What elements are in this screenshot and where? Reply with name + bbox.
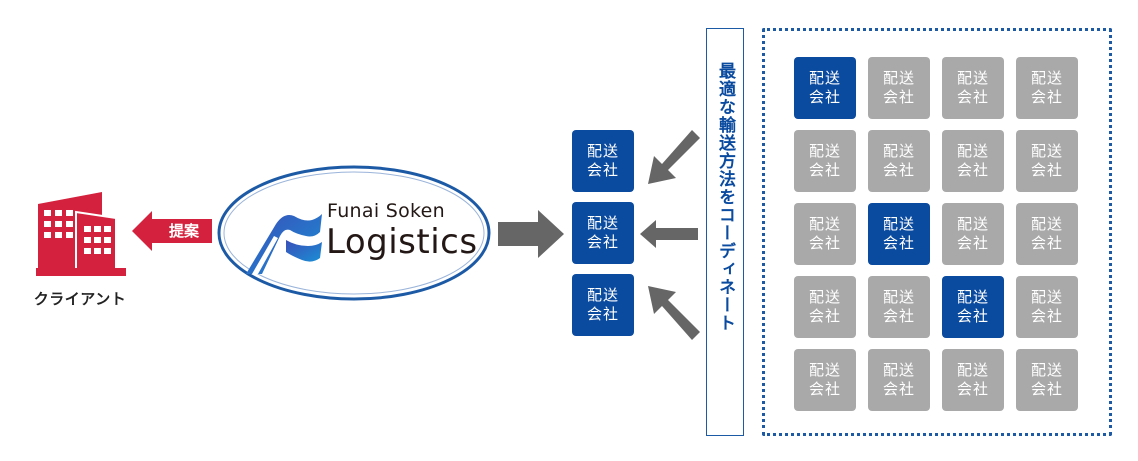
company-label: 会社 xyxy=(1030,307,1063,325)
company-label: 配送 xyxy=(808,361,841,379)
company-label: 配送 xyxy=(1030,142,1063,160)
delivery-company-grid: 配送会社配送会社配送会社配送会社配送会社配送会社配送会社配送会社配送会社配送会社… xyxy=(794,57,1078,411)
company-label: 配送 xyxy=(1030,361,1063,379)
company-label: 会社 xyxy=(808,380,841,398)
selected-delivery-company-1: 配送会社 xyxy=(572,130,634,192)
company-label: 会社 xyxy=(1030,88,1063,106)
company-label: 会社 xyxy=(808,234,841,252)
selected-delivery-company: 配送会社 xyxy=(942,276,1004,338)
right-arrow-icon xyxy=(498,210,564,258)
company-label: 配送 xyxy=(956,215,989,233)
selected-delivery-company: 配送会社 xyxy=(868,203,930,265)
delivery-company: 配送会社 xyxy=(942,349,1004,411)
delivery-company: 配送会社 xyxy=(1016,203,1078,265)
company-label: 会社 xyxy=(882,88,915,106)
delivery-company: 配送会社 xyxy=(868,276,930,338)
company-label: 会社 xyxy=(586,305,619,323)
company-label: 会社 xyxy=(808,307,841,325)
logo-text-logistics: Logistics xyxy=(326,222,478,262)
proposal-label: 提案 xyxy=(168,222,199,240)
delivery-company: 配送会社 xyxy=(868,349,930,411)
company-label: 会社 xyxy=(882,161,915,179)
selected-delivery-company-2: 配送会社 xyxy=(572,202,634,264)
company-label: 会社 xyxy=(956,234,989,252)
logo-text-funai-soken: Funai Soken xyxy=(327,200,445,222)
company-label: 会社 xyxy=(1030,161,1063,179)
delivery-company: 配送会社 xyxy=(1016,57,1078,119)
company-label: 配送 xyxy=(956,361,989,379)
company-label: 配送 xyxy=(1030,288,1063,306)
delivery-company: 配送会社 xyxy=(794,349,856,411)
delivery-company: 配送会社 xyxy=(1016,349,1078,411)
wave-logo-icon xyxy=(246,214,322,274)
company-label: 会社 xyxy=(586,161,619,179)
company-label: 配送 xyxy=(808,288,841,306)
company-label: 会社 xyxy=(882,234,915,252)
company-label: 配送 xyxy=(882,142,915,160)
client-label: クライアント xyxy=(33,290,127,308)
delivery-company: 配送会社 xyxy=(942,203,1004,265)
selected-delivery-company: 配送会社 xyxy=(794,57,856,119)
coordinate-box xyxy=(706,28,744,436)
company-label: 配送 xyxy=(956,288,989,306)
company-logo xyxy=(217,165,491,301)
company-label: 配送 xyxy=(882,215,915,233)
company-label: 会社 xyxy=(956,88,989,106)
company-label: 会社 xyxy=(1030,380,1063,398)
company-label: 配送 xyxy=(882,361,915,379)
company-label: 配送 xyxy=(808,142,841,160)
selected-delivery-company-3: 配送会社 xyxy=(572,274,634,336)
delivery-company: 配送会社 xyxy=(942,57,1004,119)
left-arrow-icon xyxy=(640,220,698,248)
company-label: 配送 xyxy=(586,142,619,160)
company-label: 配送 xyxy=(956,142,989,160)
proposal-arrow xyxy=(132,211,212,251)
coordinate-label: 最適な輸送方法をコーディネート xyxy=(715,62,735,332)
company-label: 配送 xyxy=(956,69,989,87)
building-icon xyxy=(36,192,126,276)
company-label: 会社 xyxy=(882,380,915,398)
down-left-arrow-icon xyxy=(648,130,700,184)
delivery-company: 配送会社 xyxy=(1016,276,1078,338)
delivery-company: 配送会社 xyxy=(868,130,930,192)
delivery-company: 配送会社 xyxy=(1016,130,1078,192)
delivery-company-pool xyxy=(762,28,1112,436)
company-label: 配送 xyxy=(1030,215,1063,233)
company-label: 会社 xyxy=(956,161,989,179)
company-label: 会社 xyxy=(882,307,915,325)
company-label: 配送 xyxy=(882,69,915,87)
delivery-company: 配送会社 xyxy=(794,130,856,192)
company-label: 会社 xyxy=(808,161,841,179)
company-label: 配送 xyxy=(808,215,841,233)
company-label: 会社 xyxy=(956,307,989,325)
company-label: 会社 xyxy=(808,88,841,106)
delivery-company: 配送会社 xyxy=(942,130,1004,192)
company-label: 会社 xyxy=(956,380,989,398)
company-label: 配送 xyxy=(586,214,619,232)
company-label: 会社 xyxy=(1030,234,1063,252)
company-label: 配送 xyxy=(1030,69,1063,87)
company-label: 配送 xyxy=(882,288,915,306)
company-label: 配送 xyxy=(808,69,841,87)
delivery-company: 配送会社 xyxy=(794,203,856,265)
company-label: 配送 xyxy=(586,286,619,304)
up-left-arrow-icon xyxy=(648,286,700,340)
delivery-company: 配送会社 xyxy=(794,276,856,338)
delivery-company: 配送会社 xyxy=(868,57,930,119)
company-label: 会社 xyxy=(586,233,619,251)
